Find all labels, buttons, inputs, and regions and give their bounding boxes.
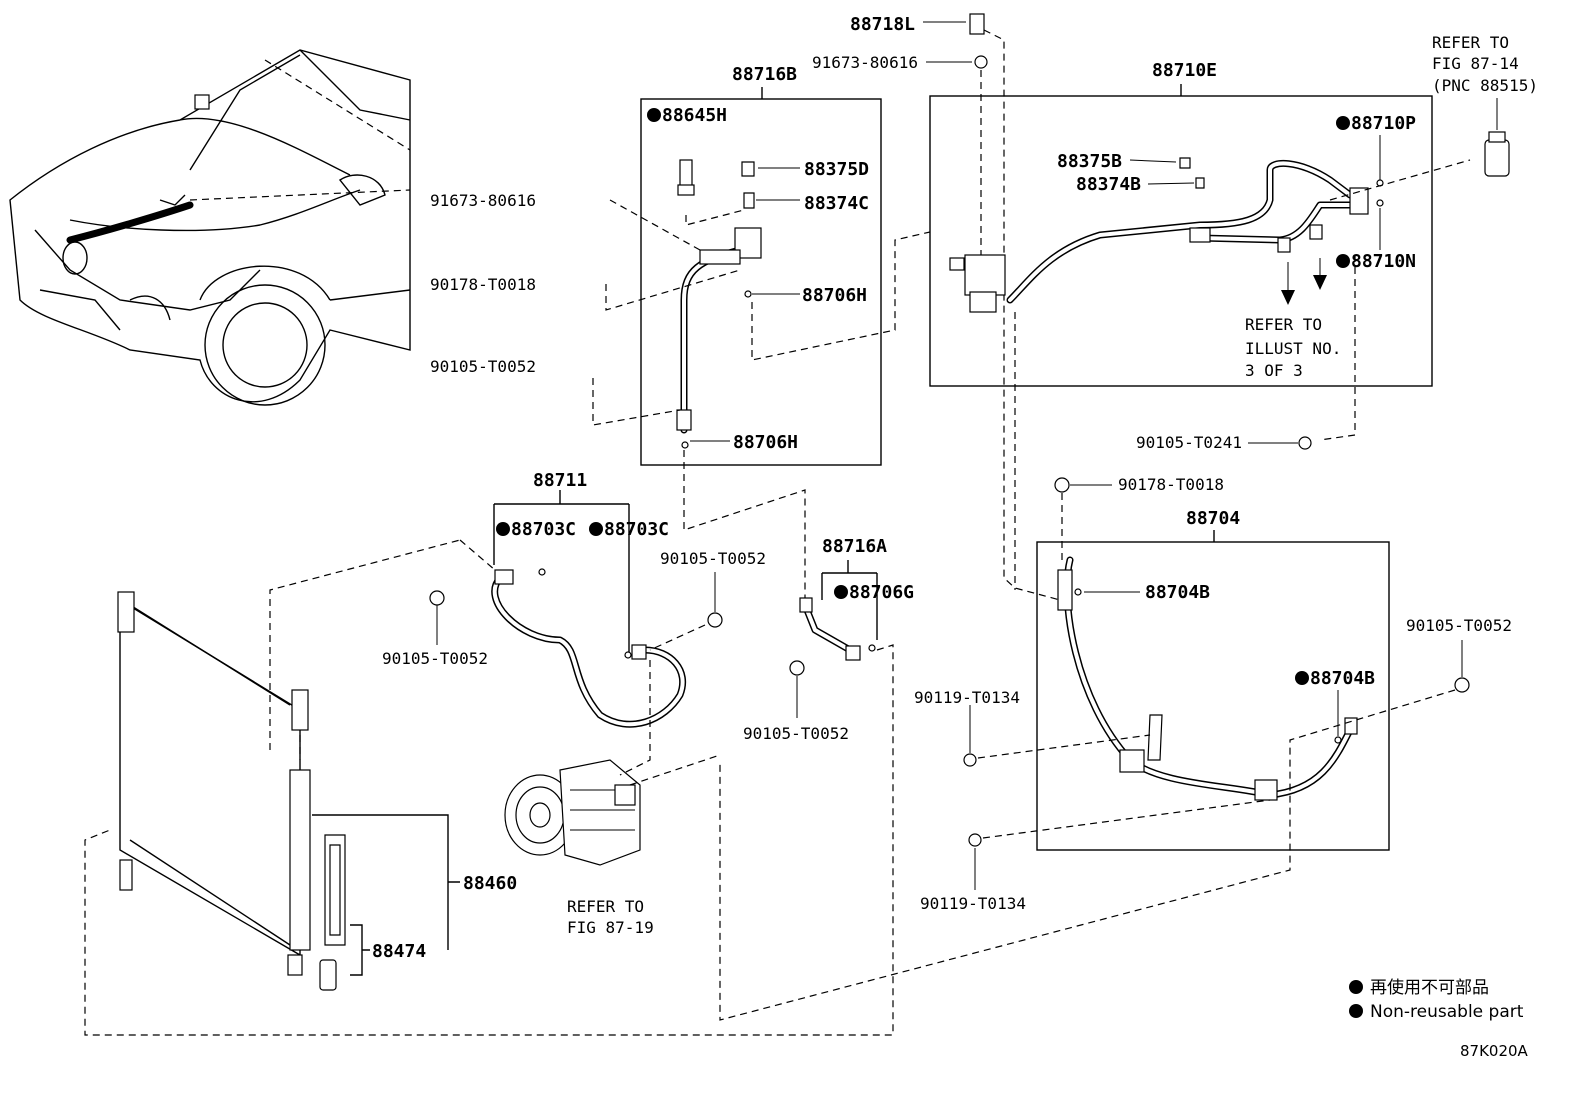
label-88704: 88704 <box>1186 508 1240 529</box>
note-refer-illust-l2: ILLUST NO. <box>1245 339 1341 358</box>
label-88710N: 88710N <box>1351 251 1416 272</box>
label-90119-a: 90119-T0134 <box>914 688 1020 707</box>
bolt-90119-b <box>968 833 982 847</box>
nonreusable-dot-88710P <box>1336 116 1350 130</box>
nonreusable-dot-88645H <box>647 108 661 122</box>
label-90105-left: 90105-T0052 <box>430 357 536 376</box>
label-90105-mid-b: 90105-T0052 <box>660 549 766 568</box>
bolt-91673-top <box>974 55 988 69</box>
nonreusable-dot-88703C-a <box>496 522 510 536</box>
label-90178-right: 90178-T0018 <box>1118 475 1224 494</box>
label-90105-far-right: 90105-T0052 <box>1406 616 1512 635</box>
label-88375D: 88375D <box>804 159 869 180</box>
label-88460: 88460 <box>463 873 517 894</box>
nonreusable-dot-88704B <box>1295 671 1309 685</box>
group-box-88716B <box>640 98 882 466</box>
note-refer-illust-l3: 3 OF 3 <box>1245 361 1303 380</box>
nonreusable-dot-88710N <box>1336 254 1350 268</box>
legend: 再使用不可部品 Non-reusable part <box>1349 977 1524 1022</box>
legend-dot-jp <box>1349 980 1363 994</box>
label-88703C-a: 88703C <box>511 519 576 540</box>
note-refer-fig-87-14-l3: (PNC 88515) <box>1432 76 1538 95</box>
label-88718L: 88718L <box>850 14 915 35</box>
label-90105-T0241: 90105-T0241 <box>1136 433 1242 452</box>
label-88374B: 88374B <box>1076 174 1141 195</box>
bolt-90105-far-right <box>1454 677 1470 693</box>
bolt-90105-mid-b <box>707 612 723 628</box>
note-refer-fig-87-14-l2: FIG 87-14 <box>1432 54 1519 73</box>
label-90105-mid-c: 90105-T0052 <box>743 724 849 743</box>
vehicle-illustration <box>9 49 411 406</box>
label-88474: 88474 <box>372 941 426 962</box>
label-88704B-b: 88704B <box>1310 668 1375 689</box>
label-90178-left: 90178-T0018 <box>430 275 536 294</box>
label-88706H-b: 88706H <box>733 432 798 453</box>
label-88706H-a: 88706H <box>802 285 867 306</box>
note-refer-fig-87-14-l1: REFER TO <box>1432 33 1509 52</box>
bolt-90105-T0241 <box>1298 436 1312 450</box>
label-91673-top: 91673-80616 <box>812 53 918 72</box>
label-88703C-b: 88703C <box>604 519 669 540</box>
legend-english: Non-reusable part <box>1370 1002 1524 1022</box>
label-88374C: 88374C <box>804 193 869 214</box>
label-88716A: 88716A <box>822 536 887 557</box>
label-88706G: 88706G <box>849 582 914 603</box>
figure-code: 87K020A <box>1460 1042 1529 1060</box>
hose-88704 <box>1057 556 1358 801</box>
group-box-88710E <box>929 95 1433 387</box>
clip-88718L <box>969 13 985 35</box>
refer-arrows <box>1281 258 1327 305</box>
compressor <box>504 759 641 866</box>
bolt-90105-mid-c <box>789 660 805 676</box>
pipe-88710E <box>949 157 1384 313</box>
receiver-88474 <box>319 834 346 991</box>
label-88375B: 88375B <box>1057 151 1122 172</box>
note-refer-fig-87-19-l1: REFER TO <box>567 897 644 916</box>
part-88515-ref <box>1484 98 1510 177</box>
group-box-88704 <box>1036 541 1390 851</box>
bolt-90105-mid-a <box>429 590 445 606</box>
legend-dot-en <box>1349 1004 1363 1018</box>
nonreusable-dot-88703C-b <box>589 522 603 536</box>
label-90119-b: 90119-T0134 <box>920 894 1026 913</box>
bolt-90119-a <box>963 753 977 767</box>
note-refer-illust-l1: REFER TO <box>1245 315 1322 334</box>
hose-88716A <box>799 597 876 661</box>
note-refer-fig-87-19-l2: FIG 87-19 <box>567 918 654 937</box>
label-91673-left: 91673-80616 <box>430 191 536 210</box>
label-88704B-a: 88704B <box>1145 582 1210 603</box>
label-88716B: 88716B <box>732 64 797 85</box>
nut-90178-right <box>1054 477 1070 493</box>
label-88645H: 88645H <box>662 105 727 126</box>
nonreusable-dot-88706G <box>834 585 848 599</box>
label-88711: 88711 <box>533 470 587 491</box>
hose-88716B <box>676 159 762 449</box>
legend-japanese: 再使用不可部品 <box>1370 977 1489 998</box>
label-88710P: 88710P <box>1351 113 1416 134</box>
label-90105-mid-a: 90105-T0052 <box>382 649 488 668</box>
condenser-88460 <box>117 539 461 976</box>
hose-88711 <box>491 568 686 728</box>
label-88710E: 88710E <box>1152 60 1217 81</box>
